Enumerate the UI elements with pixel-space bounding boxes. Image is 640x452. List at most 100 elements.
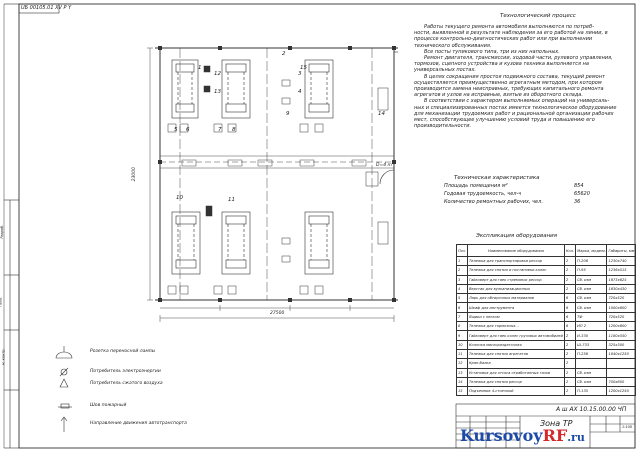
table-cell: 325х300 — [606, 339, 637, 350]
tech-process-line: Ремонт двигателя, трансмиссии, ходовой ч… — [424, 55, 613, 62]
title-block-code: А ш АХ 10.15.00.00 ЧП — [556, 406, 627, 413]
table-cell: Тележка для тормозных... — [466, 321, 565, 332]
service-post-top-3[interactable] — [304, 59, 334, 119]
tech-char-label: Количество ремонтных рабочих, чел. — [444, 199, 543, 205]
side-label: Н. контр. — [1, 348, 6, 366]
table-cell: 6 — [563, 321, 577, 332]
service-post-top-2[interactable] — [221, 59, 251, 119]
dim-height-label: 23000 — [131, 167, 137, 182]
plan-callout: 3 — [298, 71, 302, 77]
arrow-icon — [60, 416, 68, 432]
table-cell: 8 — [456, 321, 468, 332]
air-icon — [59, 378, 69, 388]
table-cell: 15 — [456, 386, 468, 397]
table-cell: 2 — [563, 339, 577, 350]
opening-label: D=4 m — [376, 163, 392, 168]
table-cell: 2 — [563, 367, 577, 378]
table-cell: 1230х740 — [606, 255, 637, 267]
service-post-top-1[interactable] — [171, 59, 199, 119]
tech-process-line: производительности. — [414, 123, 472, 130]
equipment-header-cell: Марка, модель — [575, 244, 608, 257]
table-cell: 1 — [456, 255, 468, 267]
plan-callout: 4 — [298, 89, 302, 95]
left-margin-table — [4, 199, 19, 448]
table-cell: 2 — [563, 255, 577, 267]
table-cell: 1673х625 — [606, 274, 637, 285]
table-cell: И-330 — [575, 330, 608, 341]
service-post-bottom-3[interactable] — [304, 211, 334, 275]
legend-symbols — [55, 346, 73, 432]
table-cell: Сб. изм — [575, 274, 608, 285]
tech-process-line: агрегатов и узлов на исправные, взятые и… — [414, 92, 583, 99]
tech-char-label: Площадь помещения м² — [444, 183, 508, 189]
table-cell: 14 — [456, 376, 468, 388]
dim-width-label: 27500 — [270, 311, 285, 316]
door-arc — [379, 169, 395, 185]
tech-process-text: Работы текущего ремонта автомобиля выпол… — [414, 24, 616, 129]
tech-char-title: Техническая характеристика — [454, 175, 540, 181]
columns — [158, 46, 396, 302]
table-cell: 2 — [563, 358, 577, 369]
table-cell: Установка для отсоса отработанных газов — [466, 367, 565, 378]
tech-process-line: технического обслуживания. — [414, 42, 492, 49]
table-cell: 9 — [456, 330, 468, 341]
title-block-name: Зона ТР — [540, 419, 573, 428]
stamp-code-box — [18, 3, 60, 14]
legend-label: Шов пожарный — [90, 403, 127, 408]
table-cell: П-95 — [575, 265, 608, 276]
table-cell: Тележка для снятия агрегатов — [466, 348, 565, 360]
plan-callout: 7 — [218, 127, 222, 133]
table-cell: Кран-балка — [466, 358, 565, 369]
table-cell: Сб. изм — [575, 367, 608, 378]
table-cell: 2 — [563, 348, 577, 360]
equipment-header-cell: Поз. — [456, 244, 468, 257]
table-cell: Подъемник 4-стоечный — [466, 386, 565, 397]
plan-callout: 1 — [198, 65, 202, 71]
title-block-scale: 1:100 — [622, 425, 633, 429]
service-post-bottom-1[interactable] — [171, 211, 201, 275]
table-cell: Ш-733 — [575, 339, 608, 350]
tech-process-line: осуществляется преимущественно агрегатны… — [414, 79, 602, 86]
plan-callout: 5 — [174, 127, 178, 133]
center-driveway — [160, 155, 394, 169]
table-cell: 2 — [563, 283, 577, 295]
side-label: Пров. — [0, 296, 3, 307]
table-cell: Тележка для снятия рессор — [466, 376, 565, 388]
tech-process-line: Все посты тупикового типа, три из них на… — [424, 48, 560, 55]
tech-process-line: мест, способствующее улучшению условий т… — [414, 117, 595, 124]
plan-callout: 6 — [186, 127, 190, 133]
table-cell: Колонка маслораздаточная — [466, 339, 565, 350]
plan-callout: 10 — [176, 195, 183, 201]
table-cell: 2 — [563, 274, 577, 285]
tech-process-line: тормозов, сцепного устройства и кузова т… — [414, 61, 589, 68]
service-post-bottom-2[interactable] — [221, 211, 251, 275]
tech-process-title: Технологический процесс — [500, 13, 576, 19]
table-cell: 2 — [456, 265, 468, 276]
table-cell: Верстак для вулканизационных — [466, 283, 565, 295]
building-walls — [155, 47, 398, 301]
table-cell: 5 — [456, 293, 468, 304]
table-cell: Ларь для обтирочных материалов — [466, 293, 565, 304]
table-cell: Ящики с песком — [466, 311, 565, 323]
table-cell: 720х520 — [606, 311, 637, 323]
table-cell: 6 — [456, 302, 468, 313]
electric-icon — [59, 367, 69, 377]
plan-callout: 15 — [300, 65, 307, 71]
tech-char-value: 65620 — [574, 191, 590, 197]
plan-callout: 2 — [282, 51, 286, 57]
table-cell: 2 — [563, 376, 577, 388]
table-cell: 12 — [456, 358, 468, 369]
table-cell: П-135 — [575, 386, 608, 397]
table-cell: 2 — [563, 265, 577, 276]
table-cell: Гайковерт для гаек колес грузовых автомо… — [466, 330, 565, 341]
table-cell: 1200х600 — [606, 321, 637, 332]
